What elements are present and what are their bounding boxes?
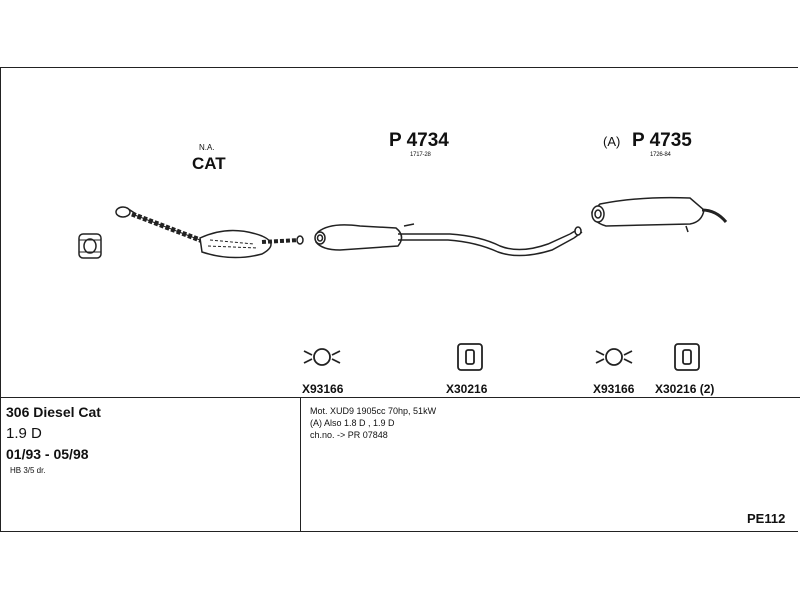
rubber-hanger-icon (457, 343, 483, 371)
part-ref-p4734: 1717-28 (410, 152, 431, 158)
note-line: ch.no. -> PR 07848 (310, 430, 388, 440)
rear-silencer-icon (591, 196, 728, 233)
part-prefix-p4735: (A) (603, 134, 621, 149)
note-line: (A) Also 1.8 D , 1.9 D (310, 418, 395, 428)
cat-label: CAT (192, 154, 226, 173)
fitting-code: X93166 (593, 382, 635, 396)
fitting-code: X30216 (446, 382, 488, 396)
part-number-p4735: P 4735 (632, 130, 692, 151)
divider-vertical (300, 397, 301, 532)
clamp-icon (303, 348, 341, 366)
rubber-hanger-icon (674, 343, 700, 371)
fitting-code: X93166 (302, 382, 344, 396)
middle-silencer-icon (314, 223, 583, 257)
catalytic-converter-icon (115, 206, 304, 259)
vehicle-engine: 1.9 D (6, 425, 42, 442)
part-number-p4734: P 4734 (389, 130, 449, 151)
fitting-code: X30216 (2) (655, 382, 715, 396)
diagram-frame (0, 67, 798, 532)
divider-horizontal (0, 397, 800, 398)
clamp-icon (595, 348, 633, 366)
note-line: Mot. XUD9 1905cc 70hp, 51kW (310, 406, 437, 416)
vehicle-model: 306 Diesel Cat (6, 404, 101, 420)
vehicle-years: 01/93 - 05/98 (6, 446, 89, 462)
part-ref-p4735: 1726-84 (650, 152, 671, 158)
rubber-mount-icon (78, 233, 102, 259)
vehicle-body: HB 3/5 dr. (10, 466, 46, 475)
diagram-code: PE112 (747, 511, 786, 526)
cat-note: N.A. (199, 143, 215, 152)
